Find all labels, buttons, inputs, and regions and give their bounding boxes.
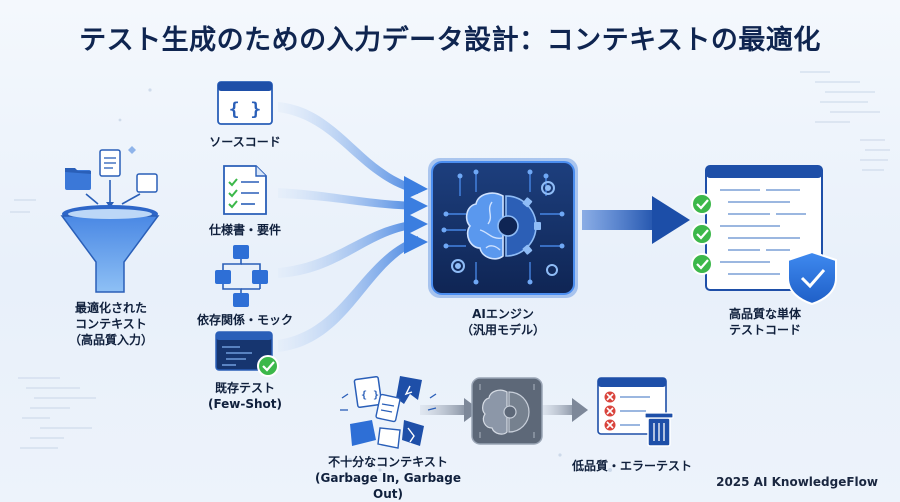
existing-tests-line1: 既存テスト: [214, 381, 275, 395]
error-x-icons: [604, 391, 616, 431]
output-label-line2: テストコード: [728, 323, 801, 337]
funnel-label-line1: 最適化された: [74, 301, 147, 315]
trash-can-icon: [644, 412, 674, 447]
funnel-icon: [60, 146, 160, 293]
code-braces-icon: { }: [217, 81, 273, 125]
output-label: 高品質な単体 テストコード: [690, 306, 840, 338]
existing-tests-line2: (Few-Shot): [207, 397, 283, 411]
ai-engine-gray-chip-icon: [471, 377, 543, 445]
input-label-dependencies: 依存関係・モック: [196, 313, 293, 327]
bad-output-label: 低品質・エラーテスト: [571, 459, 692, 473]
code-window-check-icon: [215, 331, 279, 377]
engine-label: AIエンジン （汎用モデル）: [430, 306, 576, 338]
funnel-label-line3: （高品質入力）: [68, 333, 153, 347]
input-label-spec: 仕様書・要件: [208, 223, 281, 237]
engine-label-line2: （汎用モデル）: [460, 323, 545, 337]
output-label-line1: 高品質な単体: [728, 307, 801, 321]
dependency-graph-icon: [215, 245, 268, 307]
bad-input-label: 不十分なコンテキスト (Garbage In, Garbage Out): [300, 454, 476, 502]
fragment-code-glyph: { }: [361, 390, 379, 401]
unit-test-code-window-icon: [691, 165, 837, 306]
output-arrow: [582, 196, 690, 244]
checklist-document-icon: [223, 165, 267, 215]
failed-test-window-icon: [597, 377, 674, 447]
input-flow-streams: [278, 102, 428, 352]
bad-input-line2: (Garbage In, Garbage Out): [315, 471, 461, 501]
footer-credit: 2025 AI KnowledgeFlow: [716, 475, 878, 489]
engine-label-line1: AIエンジン: [472, 307, 534, 321]
funnel-label: 最適化された コンテキスト （高品質入力）: [38, 300, 184, 348]
page-title: テスト生成のための入力データ設計：コンテキストの最適化: [79, 25, 821, 56]
pass-check-icons: [691, 193, 713, 275]
bad-input-line1: 不十分なコンテキスト: [328, 455, 448, 469]
shield-check-icon: [787, 250, 837, 306]
code-braces-glyph: { }: [229, 99, 262, 120]
input-label-existing-tests: 既存テスト (Few-Shot): [185, 380, 305, 412]
input-label-source-code: ソースコード: [209, 135, 281, 149]
fragmented-context-icon: { }: [340, 375, 437, 449]
funnel-label-line2: コンテキスト: [75, 317, 147, 331]
ai-engine-chip-icon: [428, 158, 578, 298]
